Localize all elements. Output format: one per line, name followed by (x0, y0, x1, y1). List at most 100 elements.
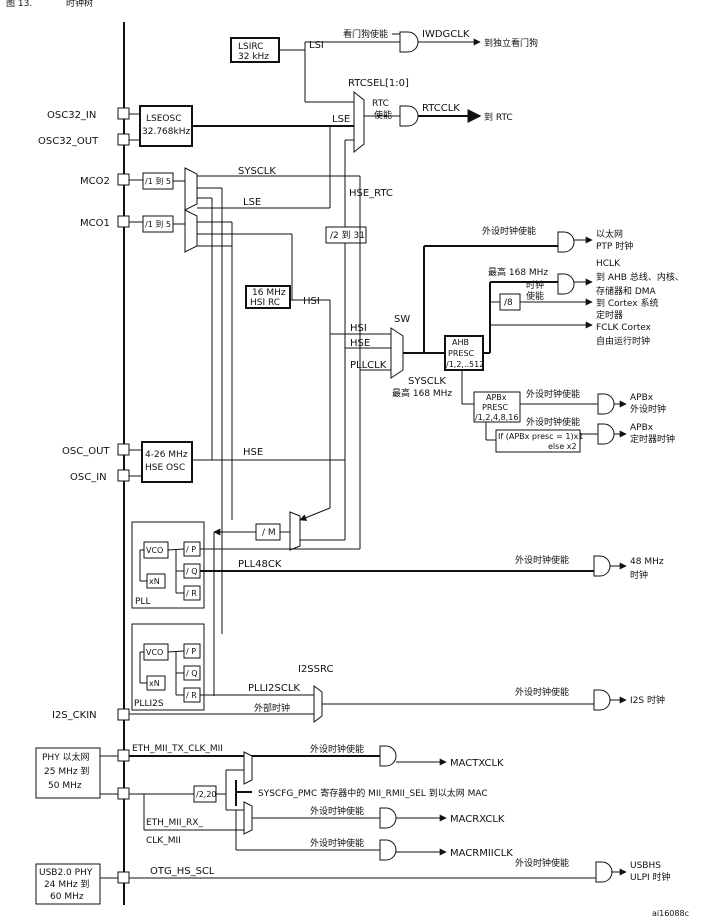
plli2s-vco-label: VCO (146, 648, 163, 657)
lsirc-label-1: LSIRC (238, 42, 263, 52)
phy-eth-label-1: PHY 以太网 (42, 751, 90, 763)
figure-code: ai16088c (652, 909, 689, 918)
macrmii-gate (379, 839, 397, 861)
osc-out-pin (117, 443, 130, 456)
sel-rmii-label: SYSCFG_PMC 寄存器中的 MII_RMII_SEL 到以太网 MAC (258, 787, 488, 799)
ahb-presc-block (444, 335, 484, 371)
hclk-label-2: 到 AHB 总线、内核、 (596, 271, 684, 283)
plli2s-label: PLLI2S (134, 699, 164, 709)
rtcsel-label: RTCSEL[1:0] (348, 78, 409, 89)
ptp-enable-label: 外设时钟使能 (482, 225, 536, 237)
hsirc-label-2: HSI RC (250, 298, 280, 308)
hsi-sw-label: HSI (350, 323, 367, 334)
fclk-label-1: FCLK Cortex (596, 323, 652, 333)
usbhs-gate (595, 861, 613, 883)
ahb-label-1: AHB (452, 338, 469, 347)
figure-label: 图 13. (6, 0, 32, 9)
lsi-signal-label: LSI (309, 40, 324, 51)
rtc-enable-label-2: 使能 (374, 109, 392, 121)
lse-signal-label: LSE (332, 114, 350, 125)
eth-tx-pin (117, 749, 130, 762)
i2s-ckin-pin (117, 708, 130, 721)
ext-clk-label: 外部时钟 (254, 702, 290, 714)
rtcsel-mux (353, 90, 365, 154)
eth-tx-label: ETH_MII_TX_CLK_MII (132, 744, 223, 754)
plli2s-xn-label: xN (149, 679, 160, 688)
div-2-20-label: /2,20 (196, 790, 217, 799)
phy-usb-label-3: 60 MHz (50, 892, 84, 902)
apb-mult-block (495, 429, 581, 453)
iwdg-enable-label: 看门狗使能 (343, 28, 388, 40)
phy-eth-block (35, 747, 101, 799)
phy-eth-label-3: 50 MHz (48, 781, 82, 791)
macrxclk-label: MACRXCLK (450, 814, 505, 825)
phy-usb-block (35, 863, 101, 905)
mactx-enable-label: 外设时钟使能 (310, 743, 364, 755)
ptp-label-1: 以太网 (596, 228, 623, 240)
hclk-max-label: 最高 168 MHz (488, 266, 548, 278)
apb-mult-label-2: else x2 (548, 442, 577, 451)
usbhs-label-2: ULPI 时钟 (630, 871, 671, 883)
phy-usb-label-2: 24 MHz 到 (44, 878, 89, 890)
fclk-label-2: 自由运行时钟 (596, 335, 650, 347)
lse-mco-label: LSE (243, 197, 261, 208)
rtc-gate (399, 105, 419, 127)
rmii-sel-arrow (235, 780, 252, 806)
rtcclk-label: RTCCLK (422, 103, 460, 114)
lseosc-block (139, 105, 193, 147)
hclk-enable-label-2: 使能 (526, 290, 544, 302)
apb-timer-enable-label: 外设时钟使能 (526, 416, 580, 428)
pllclk-label: PLLCLK (350, 360, 387, 371)
hclk-enable-label-1: 时钟 (526, 279, 544, 291)
hclk-label-3: 存储器和 DMA (596, 285, 657, 297)
i2ssrc-label: I2SSRC (298, 664, 333, 675)
macrmiiclk-label: MACRMIICLK (450, 848, 513, 859)
hseosc-block (141, 441, 193, 483)
mhz48-gate (593, 555, 611, 577)
i2s-ckin-label: I2S_CKIN (52, 710, 97, 721)
otg-label: OTG_HS_SCL (150, 866, 215, 877)
rtc-dest-label: 到 RTC (484, 111, 513, 123)
mco1-label: MCO1 (80, 218, 110, 229)
i2s-gate (593, 689, 611, 711)
hseosc-label-1: 4-26 MHz (145, 450, 188, 460)
cortex-timer-label-1: 到 Cortex 系统 (596, 297, 658, 309)
pll-label: PLL (135, 597, 150, 607)
macrx-enable-label: 外设时钟使能 (310, 805, 364, 817)
macrmii-enable-label: 外设时钟使能 (310, 837, 364, 849)
rtc-enable-label-1: RTC (372, 99, 389, 109)
osc32-out-label: OSC32_OUT (38, 136, 99, 147)
rtc-div-label: /2 到 31 (330, 229, 365, 241)
cortex-timer-label-2: 定时器 (596, 309, 623, 321)
hse-signal-label: HSE (243, 447, 263, 458)
hsirc-block (245, 285, 291, 309)
pll48ck-label: PLL48CK (238, 559, 282, 570)
apb-label-3: /1,2,4,8,16 (475, 413, 518, 422)
eth-rx-label-2: CLK_MII (146, 836, 181, 846)
div8-label: /8 (504, 298, 513, 308)
mco2-mux (184, 167, 198, 211)
i2ssrc-mux (313, 685, 323, 723)
apb-periph-label-1: APBx (630, 393, 654, 403)
mactx-gate (379, 745, 397, 767)
mhz48-enable-label: 外设时钟使能 (515, 554, 569, 566)
hsi-signal-label: HSI (303, 296, 320, 307)
apb-label-2: PRESC (482, 403, 509, 412)
lseosc-label-1: LSEOSC (146, 114, 182, 124)
pll-div-r-label: / R (186, 589, 197, 598)
rx-sel-mux (243, 801, 253, 835)
rtc-div-block (325, 226, 367, 244)
pll-vco-label: VCO (146, 546, 163, 555)
plli2s-div-r-label: / R (186, 691, 197, 700)
i2s-clock-label: I2S 时钟 (630, 694, 665, 706)
apb-timer-label-2: 定时器时钟 (630, 433, 675, 445)
sw-mux (390, 327, 404, 379)
otg-pin (117, 871, 130, 884)
eth-rx-label-1: ETH_MII_RX_ (146, 818, 203, 828)
osc-in-label: OSC_IN (70, 472, 107, 483)
osc32-in-label: OSC32_IN (47, 110, 96, 121)
ptp-gate (557, 231, 575, 253)
hsirc-label-1: 16 MHz (252, 288, 286, 298)
ptp-label-2: PTP 时钟 (596, 240, 633, 252)
